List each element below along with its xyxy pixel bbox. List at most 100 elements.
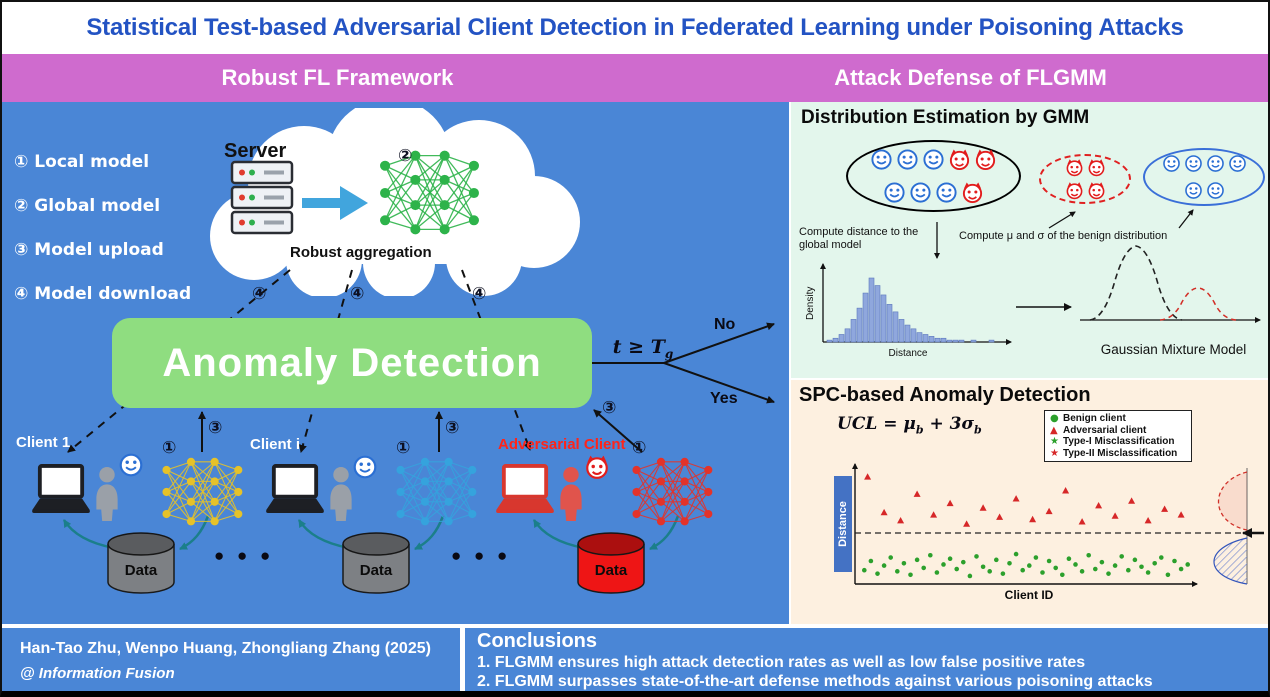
devil-icon [584,454,610,480]
compute-mu-sigma-note: Compute μ and σ of the benign distributi… [959,230,1168,242]
legend-marker-star: ★ [1050,447,1059,459]
mark-download-2: ④ [350,284,365,304]
histogram-xlabel: Distance [889,348,928,359]
benign-point [934,570,940,575]
adversarial-distribution-curve [1218,471,1248,531]
server-rack-icon [230,160,294,236]
local-model-network-adversarial [630,454,714,530]
adversarial-point [930,511,938,518]
adversarial-point [963,520,971,527]
flgmm-defense-column: Distribution Estimation by GMM Compute d… [789,102,1268,624]
adversarial-point [1111,512,1119,519]
gmm-panel: Distribution Estimation by GMM Compute d… [789,102,1268,378]
smiley-icon [896,148,919,171]
adversarial-point [1161,505,1169,512]
devil-icon [1065,181,1084,200]
smiley-icon [1162,154,1181,173]
no-branch-arrow [663,322,775,364]
adversarial-point [1144,516,1152,524]
benign-point [1112,563,1118,568]
benign-point [895,569,900,574]
no-label: No [714,316,736,333]
adversarial-point [880,508,888,516]
histogram-bar [886,304,893,343]
histogram-bar [946,339,953,343]
adversarial-point [1128,497,1136,504]
smiley-icon [909,181,932,204]
laptop-icon-adversarial [494,464,556,514]
adversarial-point [1078,518,1086,525]
ellipsis-dots: ● ● ● [214,546,275,565]
smiley-icon [1206,154,1225,173]
legend-label: Adversarial client [1063,424,1147,436]
benign-point [1165,572,1171,578]
ucl-formula: UCL = μb + 3σb [837,414,982,436]
model-download-arrow [67,269,291,453]
benign-point [941,562,946,567]
authors-box: Han-Tao Zhu, Wenpo Huang, Zhongliang Zha… [2,628,460,691]
server-label: Server [224,140,287,162]
adversarial-point [996,513,1004,520]
formula-part: + 3σ [923,414,974,434]
smiley-icon [1184,181,1203,200]
venue-line: @ Information Fusion [20,665,175,682]
page-title: Statistical Test-based Adversarial Clien… [86,14,1184,41]
conclusion-item-1: 1. FLGMM ensures high attack detection r… [477,654,1086,671]
adversarial-cluster-ellipse [1039,154,1131,204]
histogram-bar [850,319,857,343]
data-label: Data [594,562,628,579]
title-bar: Statistical Test-based Adversarial Clien… [2,2,1268,54]
clienti-label: Client i [250,436,301,453]
authors-line: Han-Tao Zhu, Wenpo Huang, Zhongliang Zha… [20,640,431,657]
conclusions-box: Conclusions 1. FLGMM ensures high attack… [465,628,1268,691]
robust-aggregation-label: Robust aggregation [290,244,432,261]
benign-point [1139,564,1144,570]
gmm-curves [1080,245,1261,323]
smiley-icon [870,148,893,171]
spc-legend: ●Benign client▲Adversarial client★Type-I… [1044,410,1192,462]
benign-point [947,556,953,561]
histogram-bar [832,337,839,343]
histogram-bar [916,332,923,343]
smiley-icon [118,452,144,478]
benign-point [967,573,973,579]
benign-point [1172,558,1177,564]
spc-legend-row: ★Type-I Misclassification [1050,436,1186,448]
devil-icon [974,148,997,171]
gmm-connectors [934,209,1194,311]
threshold-condition: t ≥ Tg [598,336,688,361]
local-model-network-i [394,454,478,530]
legend-label: Type-II Misclassification [1063,447,1178,459]
benign-point [987,569,992,574]
histogram-bar [940,337,947,343]
smiley-icon [1228,154,1247,173]
benign-point [961,559,966,565]
histogram-bar [958,339,965,343]
benign-point [994,557,999,563]
anomaly-detection-box: Anomaly Detection [112,318,592,408]
histogram-bar [952,339,959,343]
gmm-curve-label: Gaussian Mixture Model [1100,342,1247,357]
histogram-bars [826,277,995,343]
histogram-bar [880,294,887,343]
smiley-icon [935,181,958,204]
histogram-bar [868,277,875,343]
legend-item-model-upload: ③ Model upload [14,240,164,260]
benign-point [1119,554,1124,559]
all-clients-ellipse [846,140,1021,212]
benign-point [888,555,893,560]
histogram-bar [970,339,977,343]
benign-point [1126,567,1131,573]
benign-point [954,566,959,572]
legend-item-model-download: ④ Model download [14,284,192,304]
spc-legend-row: ★ Type-II Misclassification [1050,448,1186,460]
benign-point [1079,569,1085,574]
user-icon-adversarial [556,466,586,522]
benign-point [1066,556,1072,561]
conclusion-item-2: 2. FLGMM surpasses state-of-the-art defe… [477,673,1153,690]
aggregation-arrow [302,186,368,220]
benign-point [908,572,913,578]
benign-point [928,552,933,558]
legend-item-local-model: ① Local model [14,152,150,172]
